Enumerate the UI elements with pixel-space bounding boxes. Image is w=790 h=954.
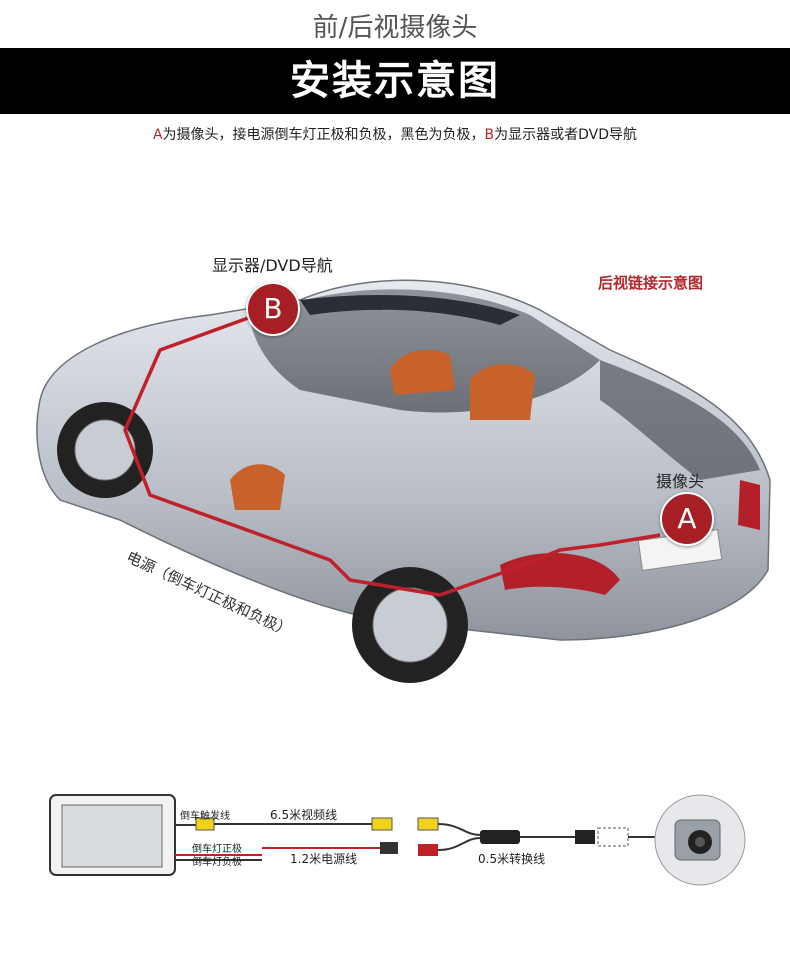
adapter-cable-label: 0.5米转换线 — [478, 852, 546, 866]
badge-b: B — [246, 282, 300, 336]
car-diagram: B A — [0, 150, 790, 740]
caption-b-letter: B — [484, 127, 495, 143]
display-label: 显示器/DVD导航 — [212, 256, 333, 275]
caption: A为摄像头，接电源倒车灯正极和负极，黑色为负极，B为显示器或者DVD导航 — [0, 124, 790, 144]
wiring-illustration — [49, 794, 746, 886]
page-subtitle: 前/后视摄像头 — [312, 13, 478, 43]
caption-a-letter: A — [152, 127, 163, 143]
video-cable-label: 6.5米视频线 — [270, 808, 338, 822]
camera-label: 摄像头 — [656, 472, 705, 491]
reverse-positive-label: 倒车灯正极 — [192, 844, 242, 855]
car-illustration — [36, 279, 771, 683]
badge-a: A — [660, 492, 714, 546]
page-title: 安装示意图 — [0, 48, 790, 114]
power-cable-label: 1.2米电源线 — [290, 852, 358, 866]
rear-link-title: 后视链接示意图 — [598, 274, 704, 292]
caption-a-text: 为摄像头，接电源倒车灯正极和负极，黑色为负极， — [162, 127, 485, 143]
caption-b-text: 为显示器或者DVD导航 — [494, 127, 638, 143]
wiring-diagram: 倒车触发线 倒车灯正极 倒车灯负极 6.5米视频线 1.2米电源线 0.5米转换… — [0, 760, 790, 950]
reverse-negative-label: 倒车灯负极 — [192, 857, 242, 868]
trigger-wire-label: 倒车触发线 — [180, 811, 230, 822]
